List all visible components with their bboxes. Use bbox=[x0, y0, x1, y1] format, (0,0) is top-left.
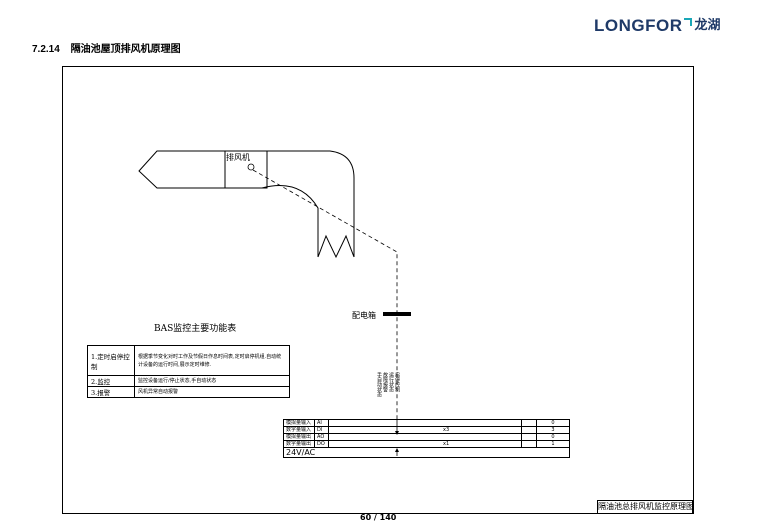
panel-label: 配电箱 bbox=[352, 311, 376, 320]
page-number: 60 / 140 bbox=[360, 513, 397, 522]
function-desc: 监控设备运行/停止状态,手自动状态 bbox=[134, 375, 290, 387]
logo-corner-mark bbox=[683, 18, 692, 26]
exhaust-duct-outer bbox=[267, 150, 355, 257]
io-name: 数字量输入 bbox=[283, 426, 315, 434]
drawing-title-block: 隔油池总排风机监控原理图 bbox=[597, 500, 693, 514]
function-item: 2.监控 bbox=[87, 375, 135, 387]
table-row: 数字量输出 DO x1 1 bbox=[283, 440, 570, 448]
longfor-logo: LONGFOR 龙湖 bbox=[594, 14, 721, 38]
signal-label-1: 手自动状态 bbox=[376, 372, 382, 397]
logo-text-cn: 龙湖 bbox=[694, 18, 721, 33]
exhaust-outlet bbox=[317, 234, 355, 259]
table-row: 1.定时启停控制 根据季节变化对时工作及节假日作息时间表,定时启停机组.自动统计… bbox=[87, 345, 290, 376]
io-value: 3 bbox=[536, 426, 570, 434]
section-title: 隔油池屋顶排风机原理图 bbox=[70, 44, 181, 55]
fan-housing bbox=[224, 150, 268, 189]
io-spacer bbox=[521, 419, 537, 427]
io-type: AO bbox=[314, 433, 329, 441]
table-row: 数字量输入 DI x3 3 bbox=[283, 426, 570, 434]
function-desc: 风机异常自动报警 bbox=[134, 386, 290, 398]
exhaust-duct-inner bbox=[261, 185, 319, 257]
io-value: 1 bbox=[536, 440, 570, 448]
io-type: AI bbox=[314, 419, 329, 427]
fan-motor-icon bbox=[247, 163, 255, 171]
io-name: 数字量输出 bbox=[283, 440, 315, 448]
table-row: 2.监控 监控设备运行/停止状态,手自动状态 bbox=[87, 375, 290, 387]
section-number: 7.2.14 bbox=[32, 44, 60, 55]
power-supply-label: 24V/AC bbox=[283, 447, 570, 458]
function-item: 3.报警 bbox=[87, 386, 135, 398]
io-value: 0 bbox=[536, 433, 570, 441]
function-desc: 根据季节变化对时工作及节假日作息时间表,定时启停机组.自动统计设备的运行时间,展… bbox=[134, 345, 290, 376]
logo-text-en: LONGFOR bbox=[594, 16, 683, 35]
distribution-box bbox=[383, 312, 411, 316]
table-row: 模拟量输入 AI 0 bbox=[283, 419, 570, 427]
io-name: 模拟量输出 bbox=[283, 433, 315, 441]
drawing-frame bbox=[62, 66, 694, 514]
bas-function-table: 1.定时启停控制 根据季节变化对时工作及节假日作息时间表,定时启停机组.自动统计… bbox=[87, 345, 290, 398]
signal-label-2: 故障报警 bbox=[382, 372, 388, 392]
signal-label-3: 运行状态 bbox=[388, 372, 394, 392]
bas-table-title: BAS监控主要功能表 bbox=[154, 324, 237, 334]
io-type: DO bbox=[314, 440, 329, 448]
signal-label-4: 启停控制 bbox=[394, 372, 400, 392]
table-row: 3.报警 风机异常自动报警 bbox=[87, 386, 290, 398]
fan-label: 排风机 bbox=[226, 153, 250, 162]
io-spacer bbox=[521, 426, 537, 434]
io-channel: x3 bbox=[328, 426, 522, 434]
io-type: DI bbox=[314, 426, 329, 434]
function-item: 1.定时启停控制 bbox=[87, 345, 135, 376]
table-row: 模拟量输出 AO 0 bbox=[283, 433, 570, 441]
io-spacer bbox=[521, 440, 537, 448]
table-row: 24V/AC bbox=[283, 447, 570, 458]
io-channel bbox=[328, 419, 522, 427]
io-value: 0 bbox=[536, 419, 570, 427]
io-channel bbox=[328, 433, 522, 441]
section-heading: 7.2.14 隔油池屋顶排风机原理图 bbox=[32, 40, 181, 55]
io-spacer bbox=[521, 433, 537, 441]
io-name: 模拟量输入 bbox=[283, 419, 315, 427]
io-point-table: 模拟量输入 AI 0 数字量输入 DI x3 3 模拟量输出 AO 0 数字量输… bbox=[283, 419, 570, 458]
io-count: x1 bbox=[443, 441, 450, 447]
fan-intake-hood bbox=[138, 150, 226, 189]
io-channel: x1 bbox=[328, 440, 522, 448]
io-count: x3 bbox=[443, 427, 450, 433]
